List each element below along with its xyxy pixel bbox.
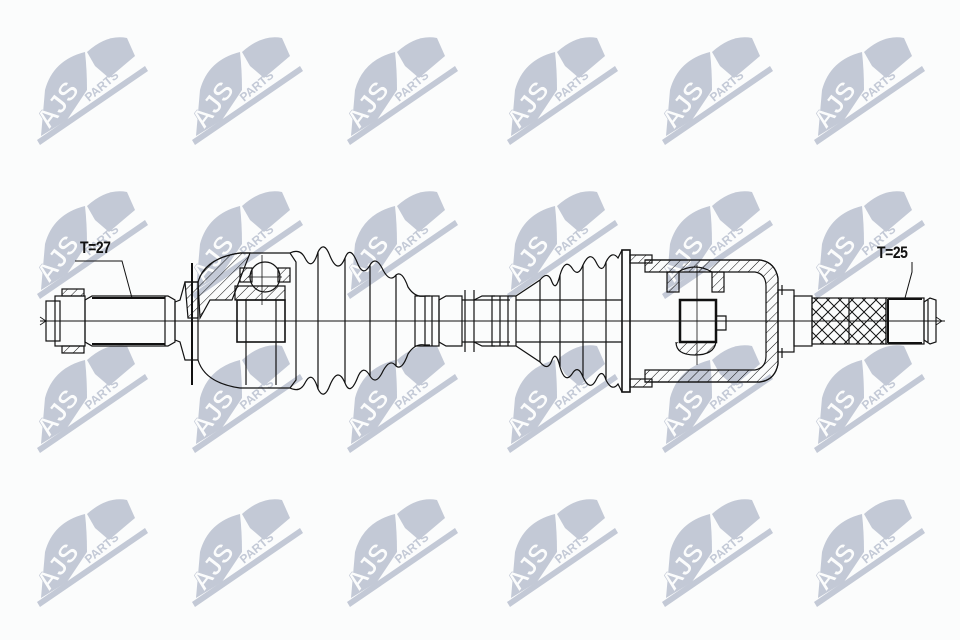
outer-stub-shaft	[45, 260, 176, 354]
ajs-parts-watermark-icon: AJS PARTS	[340, 191, 458, 299]
inner-boot	[491, 249, 623, 393]
ajs-parts-watermark-icon: AJS PARTS	[30, 37, 148, 145]
ajs-parts-watermark-icon: AJS PARTS	[500, 499, 618, 607]
ajs-parts-watermark-icon: AJS PARTS	[30, 191, 148, 299]
ajs-parts-watermark-icon: AJS PARTS	[807, 499, 925, 607]
inner-tripod-joint	[621, 249, 795, 393]
inner-stub-shaft	[793, 262, 943, 347]
ajs-parts-watermark-icon: AJS PARTS	[500, 37, 618, 145]
inner-spline-label: T=25	[877, 243, 908, 262]
ajs-parts-watermark-icon: AJS PARTS	[500, 191, 618, 299]
axle-bar	[438, 290, 510, 352]
ajs-parts-watermark-icon: AJS PARTS	[655, 499, 773, 607]
ajs-parts-watermark-icon: AJS PARTS	[807, 191, 925, 299]
ajs-parts-watermark-icon: AJS PARTS	[185, 37, 303, 145]
ajs-parts-watermark-icon: AJS PARTS	[340, 345, 458, 453]
ajs-parts-watermark-icon: AJS PARTS	[185, 345, 303, 453]
outer-cv-joint	[174, 252, 297, 389]
outer-boot	[289, 246, 440, 395]
outer-spline-label: T=27	[80, 238, 111, 257]
ajs-parts-watermark-icon: AJS PARTS	[30, 499, 148, 607]
ajs-parts-watermark-icon: AJS PARTS	[30, 345, 148, 453]
ajs-parts-watermark-icon: AJS PARTS	[807, 37, 925, 145]
ajs-parts-watermark-icon: AJS PARTS	[185, 499, 303, 607]
ajs-parts-watermark-icon: AJS PARTS	[340, 37, 458, 145]
ajs-parts-watermark-icon: AJS PARTS	[655, 37, 773, 145]
ajs-parts-watermark-icon: AJS PARTS	[807, 345, 925, 453]
ajs-parts-watermark-icon: AJS PARTS	[340, 499, 458, 607]
ajs-parts-watermark-icon: AJS PARTS	[500, 345, 618, 453]
